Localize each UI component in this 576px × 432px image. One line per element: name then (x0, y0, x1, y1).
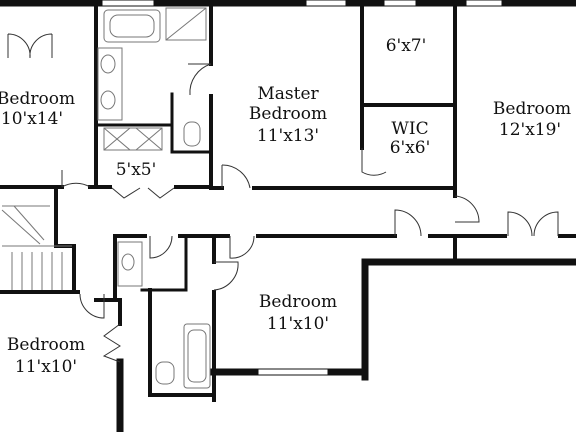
door-bedroom-nw-top-left (7, 33, 31, 59)
label-bedroom-nw-name: Bedroom (0, 89, 75, 109)
label-closet-small-size: 5'x5' (116, 160, 157, 180)
bathtub-master-basin (109, 14, 155, 38)
label-closet-top-size: 6'x7' (386, 36, 427, 56)
label-bedroom-nw-size: 10'x14' (1, 109, 63, 129)
sink-master-1 (100, 54, 116, 74)
bathtub-bath2 (183, 323, 211, 389)
linen-hatch-4 (135, 127, 163, 151)
door-wic (361, 148, 387, 176)
label-master-name-1: Master (257, 84, 319, 104)
label-bedroom-ne-size: 12'x19' (499, 120, 561, 140)
door-bath2 (149, 235, 173, 259)
bathtub-bath2-basin (187, 329, 207, 383)
shower-master (165, 7, 207, 41)
door-master (221, 164, 251, 189)
sink-bath2 (121, 253, 135, 271)
door-bedroom-center-closet (213, 261, 239, 291)
shower-master-diagonal (165, 7, 207, 41)
window-master (305, 0, 347, 7)
label-bedroom-center-name: Bedroom (259, 292, 337, 312)
door-bath-master (188, 63, 212, 96)
door-linen-double (507, 211, 559, 237)
door-bedroom-ne (454, 195, 480, 223)
door-bedroom-sw-closet (102, 323, 121, 363)
label-wic-name: WIC (391, 119, 428, 139)
label-master-size: 11'x13' (257, 126, 319, 146)
sink-master-2 (100, 90, 116, 110)
door-bedroom-center (229, 235, 255, 259)
toilet-bath2 (155, 361, 175, 385)
fixtures (1, 7, 211, 389)
linen-shelves (103, 127, 163, 151)
linen-hatch-2 (103, 127, 131, 151)
vanity-master (97, 47, 123, 121)
label-master-name-2: Bedroom (249, 104, 327, 124)
toilet-master (183, 121, 201, 147)
stair-winder-2 (13, 205, 45, 241)
label-bedroom-sw-size: 11'x10' (15, 357, 77, 377)
stairs (1, 205, 72, 290)
label-wic-size: 6'x6' (390, 138, 431, 158)
door-closet-small (111, 187, 175, 199)
door-bedroom-sw (79, 293, 105, 319)
windows (101, 0, 503, 376)
window-bedroom-ne (465, 0, 503, 7)
window-bath (101, 0, 155, 7)
door-bedroom-nw-top-right (29, 33, 53, 59)
vanity-bath2 (117, 241, 143, 287)
door-hall-closet (394, 209, 422, 237)
door-bedroom-nw (61, 170, 91, 188)
room-labels: Bedroom 10'x14' Master Bedroom 11'x13' 6… (0, 36, 571, 377)
bathtub-master (103, 9, 161, 43)
window-bedroom-center (257, 368, 329, 376)
label-bedroom-ne-name: Bedroom (493, 99, 571, 119)
label-bedroom-sw-name: Bedroom (7, 335, 85, 355)
label-bedroom-center-size: 11'x10' (267, 314, 329, 334)
doors (7, 33, 559, 363)
window-closet (383, 0, 417, 7)
stair-winder-1 (1, 209, 41, 245)
